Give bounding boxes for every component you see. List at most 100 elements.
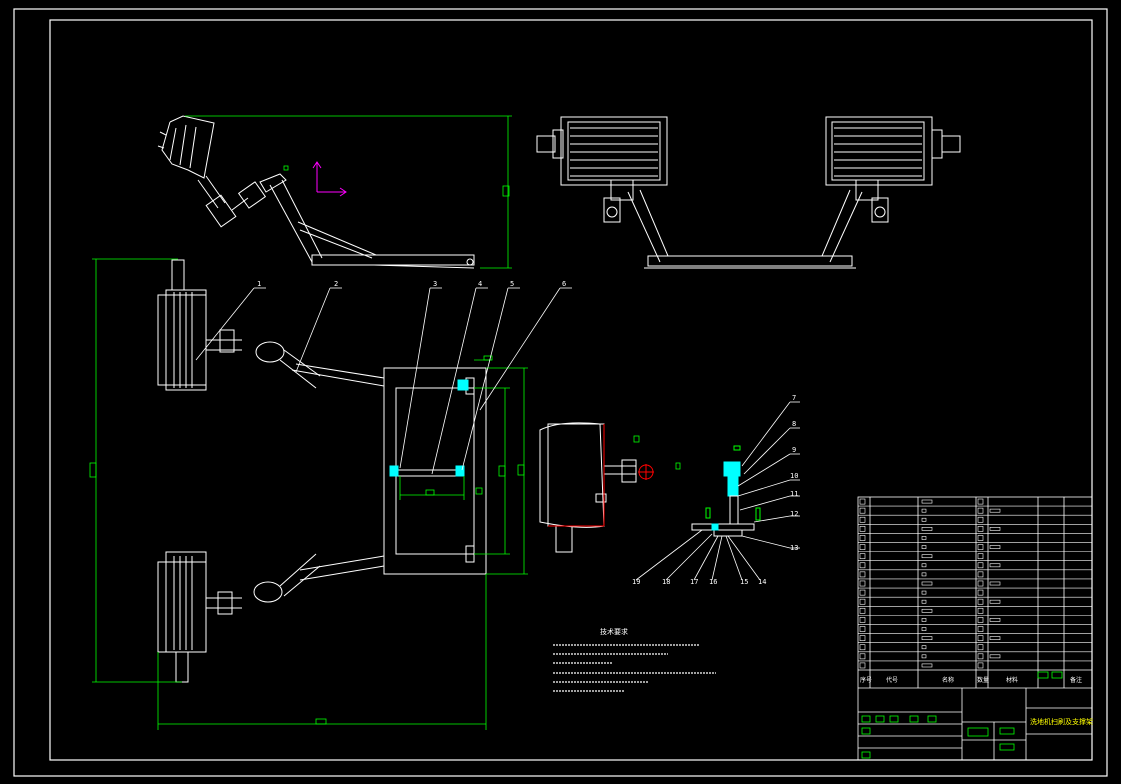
- cell-marker: [977, 571, 984, 578]
- part-label: 18: [662, 578, 670, 586]
- cell-marker: [977, 507, 984, 514]
- header-name: 名称: [942, 676, 954, 684]
- cell-marker: [977, 589, 984, 596]
- cell-text-stub: [921, 663, 933, 668]
- cell-text-stub: [921, 636, 933, 640]
- cell-text-stub: [921, 563, 927, 568]
- cell-marker: [859, 653, 866, 660]
- part-label: 6: [562, 280, 566, 288]
- cell-marker: [859, 516, 866, 523]
- part-labels: 1 2 3 4 5 6 7 8 9 10 11 12 13 14 15 16 1…: [257, 280, 798, 586]
- notes-title: 技术要求: [600, 627, 628, 636]
- cell-marker: [977, 626, 984, 632]
- cell-marker: [859, 562, 866, 569]
- part-label: 17: [690, 578, 698, 586]
- title-block: [857, 496, 1093, 761]
- cell-marker: [977, 607, 984, 614]
- part-label: 5: [510, 280, 514, 288]
- coordinate-axis-icon: [312, 161, 347, 197]
- cell-marker: [977, 498, 984, 505]
- cell-marker: [859, 535, 866, 541]
- part-label: 11: [790, 490, 798, 498]
- cell-text-stub: [989, 636, 1001, 640]
- cell-text-stub: [921, 627, 927, 631]
- cell-marker: [859, 544, 866, 550]
- cell-marker: [859, 589, 866, 596]
- red-edges: [548, 424, 605, 527]
- cell-marker: [859, 580, 866, 587]
- part-label: 9: [792, 446, 796, 454]
- cell-marker: [977, 526, 984, 532]
- plan-view: [157, 259, 487, 683]
- cell-text-stub: [921, 654, 927, 659]
- cell-marker: [977, 644, 984, 651]
- parts-list-rows: [858, 498, 1092, 669]
- cell-marker: [977, 535, 984, 541]
- part-label: 10: [790, 472, 798, 480]
- part-label: 3: [433, 280, 437, 288]
- cell-text-stub: [989, 618, 1001, 622]
- part-label: 16: [709, 578, 717, 586]
- cell-marker: [977, 617, 984, 623]
- part-label: 4: [478, 280, 482, 288]
- cell-marker: [977, 553, 984, 560]
- part-label: 1: [257, 280, 261, 288]
- cell-text-stub: [921, 545, 927, 549]
- cell-text-stub: [921, 618, 927, 622]
- detail-view: [539, 422, 637, 553]
- cell-marker: [859, 598, 866, 605]
- cell-marker: [859, 607, 866, 614]
- technical-notes: 技术要求: [553, 627, 716, 692]
- part-label: 13: [790, 544, 798, 552]
- parts-list-header: 序号 代号 名称 数量 材料 备注: [860, 676, 1082, 684]
- notes-body: [553, 644, 716, 692]
- cell-text-stub: [989, 599, 1001, 604]
- cell-marker: [977, 562, 984, 569]
- detail-marker: [638, 464, 654, 480]
- header-code: 代号: [886, 676, 898, 684]
- cell-marker: [977, 598, 984, 605]
- side-view: [157, 115, 475, 269]
- header-material: 材料: [1006, 676, 1018, 684]
- cell-text-stub: [989, 508, 1001, 513]
- cell-marker: [859, 617, 866, 623]
- cell-text-stub: [921, 517, 927, 522]
- cell-marker: [859, 553, 866, 560]
- part-label: 14: [758, 578, 766, 586]
- header-seq: 序号: [860, 676, 872, 684]
- part-label: 12: [790, 510, 798, 518]
- leader-lines: [195, 287, 800, 581]
- cell-text-stub: [921, 554, 933, 559]
- cell-text-stub: [921, 599, 927, 604]
- cell-marker: [977, 580, 984, 587]
- cell-text-stub: [921, 572, 927, 577]
- cell-marker: [859, 635, 866, 641]
- cell-marker: [859, 498, 866, 505]
- title-block-boxes: [861, 671, 1063, 759]
- cell-text-stub: [989, 545, 1001, 549]
- part-label: 15: [740, 578, 748, 586]
- plan-view-dimensions: [89, 258, 528, 730]
- cell-marker: [859, 626, 866, 632]
- part-label: 8: [792, 420, 796, 428]
- cell-marker: [859, 526, 866, 532]
- detail-dimensions: [633, 435, 681, 470]
- outer-frame: [13, 8, 1108, 777]
- cell-text-stub: [921, 508, 927, 513]
- cell-text-stub: [921, 590, 927, 595]
- cell-marker: [977, 544, 984, 550]
- cell-text-stub: [921, 581, 933, 586]
- cell-marker: [977, 662, 984, 669]
- inner-frame: [49, 19, 1093, 761]
- cell-marker: [859, 644, 866, 651]
- part-label: 2: [334, 280, 338, 288]
- side-view-dimensions: [185, 115, 512, 269]
- cell-text-stub: [989, 527, 1001, 531]
- drawing-title: 洗地机扫刷及支撑架: [1030, 717, 1093, 726]
- cell-text-stub: [921, 608, 933, 613]
- cell-marker: [859, 571, 866, 578]
- cell-marker: [977, 516, 984, 523]
- header-qty: 数量: [977, 676, 989, 684]
- cell-text-stub: [921, 645, 927, 650]
